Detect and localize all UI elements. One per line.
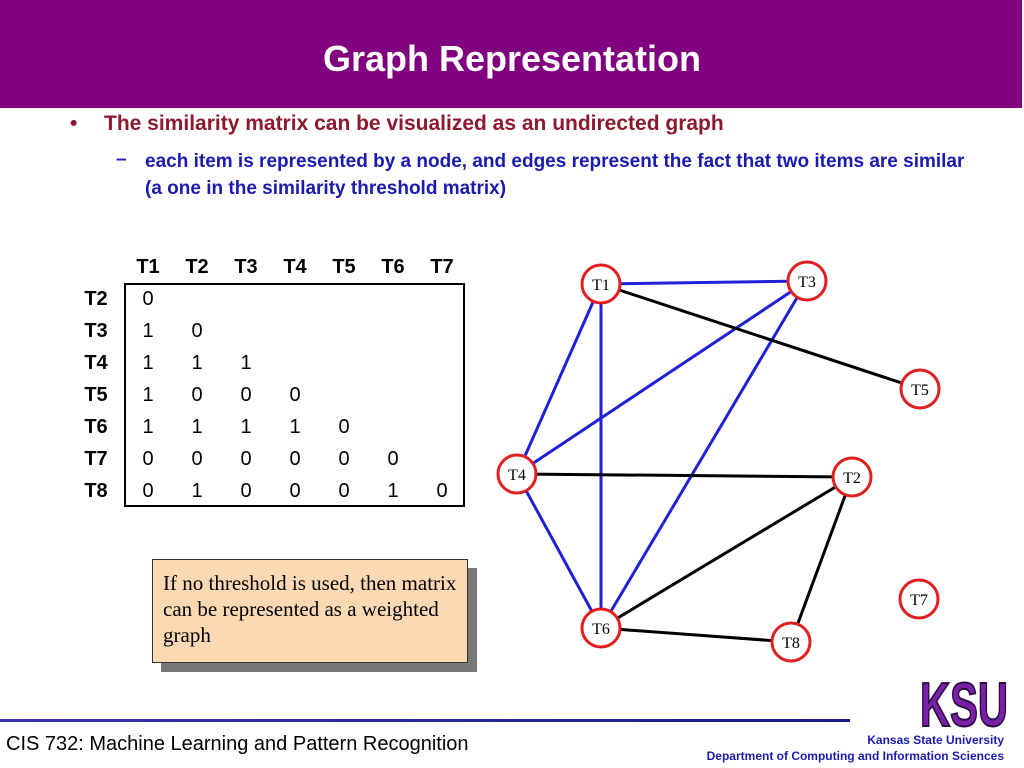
matrix-cell: 0 <box>142 448 154 470</box>
matrix-col-header: T2 <box>185 256 209 278</box>
graph-node-t3: T3 <box>786 260 828 302</box>
matrix-cell: 0 <box>387 448 399 470</box>
node-circle <box>831 456 873 498</box>
matrix-cell: 0 <box>289 384 301 406</box>
matrix-col-header: T5 <box>332 256 356 278</box>
matrix-cell: 1 <box>191 480 203 502</box>
node-circle <box>898 578 940 620</box>
matrix-row-label: T5 <box>84 384 108 406</box>
matrix-cell: 0 <box>338 448 350 470</box>
node-label: T4 <box>508 467 526 484</box>
slide-title: Graph Representation <box>322 38 702 79</box>
matrix-row-label: T4 <box>84 352 108 374</box>
node-circle <box>580 607 622 649</box>
matrix-cell: 1 <box>289 416 301 438</box>
matrix-cell: 1 <box>240 352 252 374</box>
graph-node-t6: T6 <box>580 607 622 649</box>
matrix-cell: 0 <box>142 480 154 502</box>
node-circle <box>770 621 812 663</box>
node-circle <box>786 260 828 302</box>
matrix-cell: 1 <box>191 416 203 438</box>
matrix-row-label: T8 <box>84 480 108 502</box>
graph-node-t1: T1 <box>580 263 622 305</box>
title-bar <box>0 0 1024 108</box>
matrix-col-header: T6 <box>381 256 405 278</box>
matrix-cell: 0 <box>436 480 448 502</box>
matrix-cell: 1 <box>387 480 399 502</box>
matrix-cell: 0 <box>289 448 301 470</box>
black-edge-t2-t6 <box>600 475 853 630</box>
black-edge-t2-t8 <box>789 476 854 643</box>
matrix-cell: 1 <box>142 320 154 342</box>
matrix-cell: 0 <box>142 288 154 310</box>
matrix-row-label: T3 <box>84 320 108 342</box>
blue-edge-t3-t6 <box>599 280 809 629</box>
graph-node-t4: T4 <box>496 453 538 495</box>
matrix-cell: 0 <box>240 448 252 470</box>
black-edge-t6-t8 <box>600 626 792 644</box>
matrix-cell: 0 <box>338 416 350 438</box>
matrix-cell: 1 <box>142 416 154 438</box>
sub-bullet-marker: – <box>116 149 127 170</box>
matrix-cell: 1 <box>142 384 154 406</box>
matrix-row-label: T2 <box>84 288 108 310</box>
matrix-cell: 0 <box>191 320 203 342</box>
svg-text:KSU: KSU <box>920 671 1008 734</box>
matrix-col-header: T1 <box>136 256 160 278</box>
matrix-cell: 0 <box>289 480 301 502</box>
matrix-cell: 1 <box>142 352 154 374</box>
course-title: CIS 732: Machine Learning and Pattern Re… <box>6 733 469 755</box>
matrix-cell: 0 <box>191 384 203 406</box>
node-label: T6 <box>592 621 610 638</box>
matrix-cell: 0 <box>240 480 252 502</box>
ksu-logo: KSU <box>919 670 1009 734</box>
graph-node-t2: T2 <box>831 456 873 498</box>
matrix-col-header: T3 <box>234 256 258 278</box>
matrix-row-label: T6 <box>84 416 108 438</box>
node-label: T7 <box>910 592 928 609</box>
node-label: T2 <box>843 470 861 487</box>
sub-bullet-text: each item is represented by a node, and … <box>145 151 965 199</box>
matrix-col-header: T7 <box>430 256 454 278</box>
footer-divider <box>0 719 850 722</box>
bullet-text: The similarity matrix can be visualized … <box>104 112 724 135</box>
matrix-col-header: T4 <box>283 256 307 278</box>
blue-edge-t3-t4 <box>516 279 808 476</box>
matrix-cell: 0 <box>240 384 252 406</box>
matrix-cell: 0 <box>338 480 350 502</box>
node-label: T8 <box>782 635 800 652</box>
bullet-marker: • <box>70 112 78 135</box>
matrix-row-label: T7 <box>84 448 108 470</box>
black-edge-t4-t2 <box>516 472 853 479</box>
matrix-cell: 1 <box>191 352 203 374</box>
matrix-cell: 1 <box>240 416 252 438</box>
university-name: Kansas State University <box>867 733 1004 747</box>
node-circle <box>496 453 538 495</box>
graph-node-t5: T5 <box>899 368 941 410</box>
department-name: Department of Computing and Information … <box>706 749 1004 763</box>
weighted-graph-note: If no threshold is used, then matrix can… <box>152 559 468 663</box>
node-label: T3 <box>798 274 816 291</box>
node-circle <box>899 368 941 410</box>
blue-edge-t1-t4 <box>515 283 603 475</box>
graph-node-t7: T7 <box>898 578 940 620</box>
node-label: T5 <box>911 382 929 399</box>
black-edge-t1-t5 <box>600 282 921 391</box>
blue-edge-t4-t6 <box>515 473 603 629</box>
node-label: T1 <box>592 277 610 294</box>
matrix-frame <box>124 283 465 507</box>
matrix-cell: 0 <box>191 448 203 470</box>
blue-edge-t1-t3 <box>600 279 808 286</box>
graph-node-t8: T8 <box>770 621 812 663</box>
node-circle <box>580 263 622 305</box>
